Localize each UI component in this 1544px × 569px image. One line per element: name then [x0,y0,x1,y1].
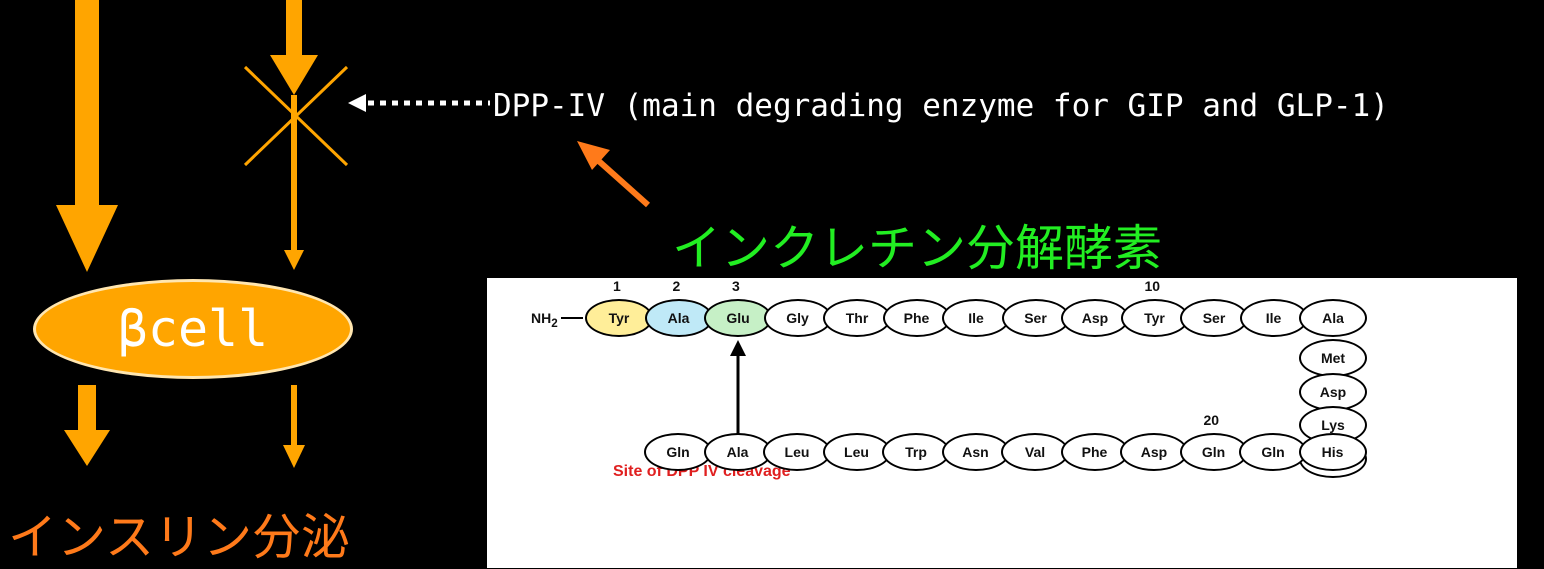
position-number: 2 [672,278,681,294]
residue-asp: Asp [1120,433,1188,471]
residue-gly: Gly [763,299,832,337]
left-output-arrow [64,385,110,466]
residue-ile: Ile [1239,299,1308,337]
position-number: 1 [613,278,621,294]
beta-cell-label: βcell [117,300,269,358]
insulin-secretion-label: インスリン分泌 [8,509,351,566]
residue-asp: Asp [1061,299,1129,337]
residue-glu: Glu [704,299,772,337]
residue-ala: Ala [1299,299,1367,337]
residue-gln: Gln [1239,433,1307,471]
dotted-inhibition-arrow [348,94,490,112]
residue-thr: Thr [823,299,891,337]
position-number: 3 [732,278,740,294]
enzyme-pointer-arrow [577,141,650,208]
residue-trp: Trp [882,433,950,471]
n-terminus-label: NH2 [531,310,558,330]
residue-tyr: Tyr [585,299,653,337]
right-output-arrow [283,385,305,468]
residue-tyr: Tyr [1120,299,1189,337]
residue-asp: Asp [1299,372,1367,411]
residue-ala: Ala [644,299,713,337]
residue-phe: Phe [1060,433,1129,471]
residue-phe: Phe [882,299,951,337]
left-input-arrow [56,0,118,272]
inhibition-cross [243,65,349,167]
position-number: 20 [1203,412,1220,428]
residue-leu: Leu [822,433,891,471]
position-number: 10 [1144,278,1161,294]
cleavage-site-label: Site of DPP IV cleavage [613,463,791,480]
residue-ser: Ser [1001,299,1070,337]
residue-gln: Gln [644,433,712,471]
residue-his: His [1298,433,1367,471]
residue-val: Val [1001,433,1069,471]
residue-ala: Ala [703,433,772,471]
right-input-arrow [270,0,318,270]
enzyme-label-jp: インクレチン分解酵素 [672,220,1163,277]
residue-leu: Leu [763,433,831,471]
beta-cell: βcell [33,279,353,379]
enzyme-label: DPP-IV (main degrading enzyme for GIP an… [493,88,1389,124]
diagram-canvas [56,0,650,468]
residue-ser: Ser [1180,299,1248,337]
residue-ile: Ile [942,299,1010,337]
residue-gln: Gln [1179,433,1248,471]
peptide-lines [561,317,746,446]
residue-met: Met [1299,339,1367,377]
residue-asn: Asn [941,433,1010,471]
